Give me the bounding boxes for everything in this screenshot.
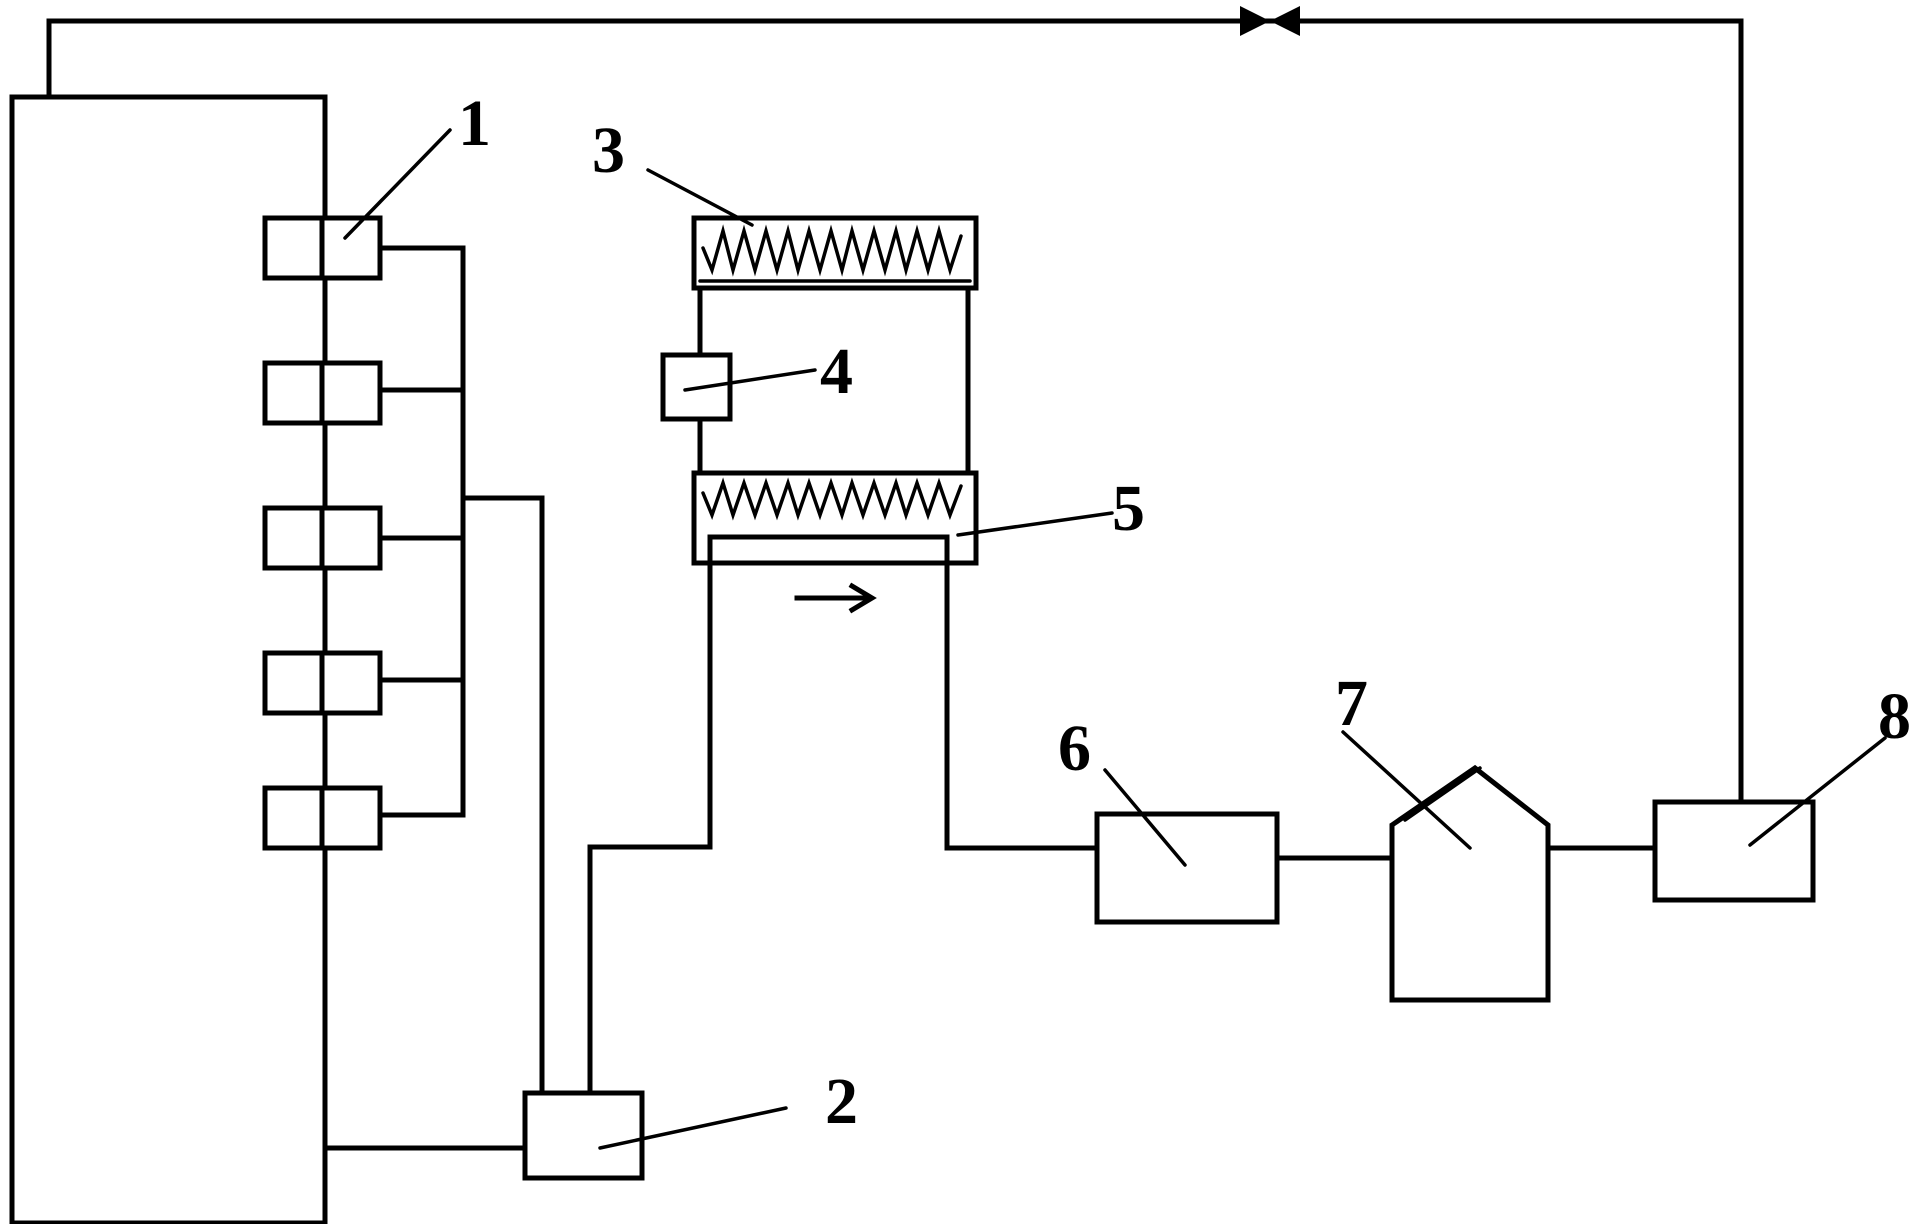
label-6: 6 — [1058, 712, 1091, 785]
label-7: 7 — [1335, 667, 1368, 740]
component-7-cross — [1403, 766, 1482, 822]
component-1-units — [262, 215, 383, 851]
flow-arrow — [794, 582, 877, 614]
return-pipe — [46, 18, 1744, 805]
component-4-box — [660, 352, 733, 422]
label-3: 3 — [592, 114, 625, 187]
label-4: 4 — [820, 335, 853, 408]
component-2-box — [522, 1090, 645, 1181]
label-1: 1 — [458, 87, 491, 160]
outlet-pipe — [944, 560, 1100, 851]
label-5: 5 — [1112, 472, 1145, 545]
leader-lines — [343, 128, 1887, 1150]
component-5-heater — [691, 470, 979, 566]
label-2: 2 — [825, 1065, 858, 1138]
component-7-vessel — [1389, 764, 1551, 1003]
component-8-box — [1652, 799, 1816, 903]
collector-manifold — [377, 245, 545, 1096]
component-6-box — [1094, 811, 1280, 925]
valve-symbol — [1240, 6, 1300, 36]
label-8: 8 — [1878, 680, 1911, 753]
component-3-heater — [691, 215, 979, 291]
component-2-to-heater-5 — [587, 532, 713, 1096]
